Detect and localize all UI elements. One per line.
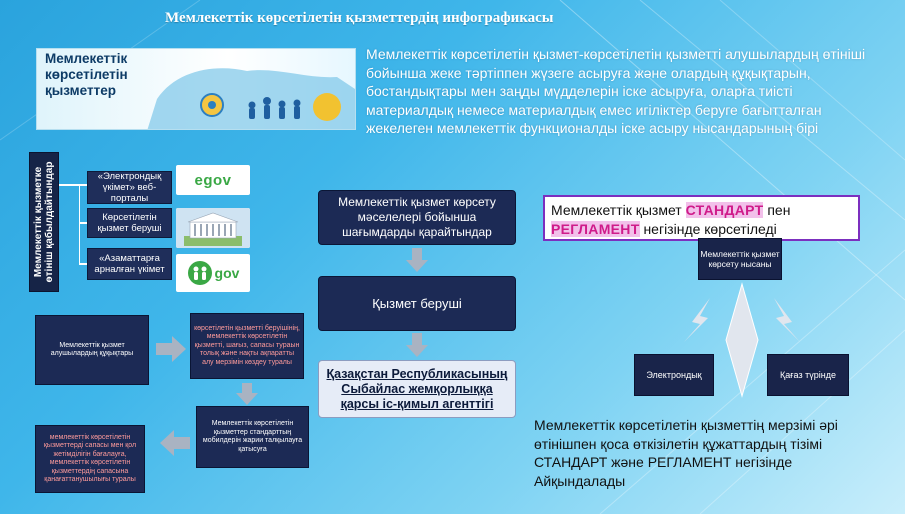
standard-highlight: СТАНДАРТ: [685, 202, 764, 218]
standard-text-prefix: Мемлекеттік қызмет: [551, 202, 686, 218]
service-provider-box: Қызмет беруші: [318, 276, 516, 331]
receivers-label-bar: Мемлекеттік қызметке өтініш қабылдайтынд…: [29, 152, 59, 292]
arrow-down-icon: [406, 248, 428, 272]
flow-step-rights: Мемлекеттік қызмет алушылардың құқықтары: [35, 315, 149, 385]
bracket-tick: [79, 222, 87, 224]
service-form-box: Мемлекеттік қызмет көрсету нысаны: [698, 238, 782, 280]
standard-reglament-box: Мемлекеттік қызмет СТАНДАРТ пен РЕГЛАМЕН…: [543, 195, 860, 241]
emblem-icon: [200, 93, 224, 117]
arrow-left-icon: [160, 430, 190, 456]
receivers-label: Мемлекеттік қызметке өтініш қабылдайтынд…: [33, 161, 55, 283]
option-egov-portal: «Электрондық үкімет» веб-порталы: [87, 171, 172, 204]
reglament-highlight: РЕГЛАМЕНТ: [551, 221, 640, 237]
bracket-line: [79, 184, 80, 264]
citizens-logo-text: gov: [214, 265, 240, 281]
flow-step-quality-assessment: мемлекеттік көрсетілетін қызметтерді сап…: [35, 425, 145, 493]
arrow-down-icon: [406, 333, 428, 357]
government-building-logo: [176, 208, 250, 248]
kazakhstan-map-illustration: [147, 68, 355, 129]
option-service-provider: Көрсетілетін қызмет беруші: [87, 208, 172, 238]
bracket-tick: [79, 184, 87, 186]
hero-banner: Мемлекеттік көрсетілетін қызметтер: [36, 48, 356, 130]
anti-corruption-agency-box: Қазақстан Республикасының Сыбайлас жемқо…: [318, 360, 516, 418]
standard-text-suffix: пен: [763, 202, 791, 218]
page-title: Мемлекеттік көрсетілетін қызметтердің ин…: [165, 10, 554, 26]
form-diagram-arrows: [684, 282, 800, 398]
citizens-icon: [187, 261, 212, 285]
hero-label: Мемлекеттік көрсетілетін қызметтер: [45, 51, 128, 98]
definition-text: Мемлекеттік көрсетілетін қызмет-көрсетіл…: [366, 46, 866, 136]
arrow-right-icon: [156, 336, 186, 362]
bracket-tick: [79, 263, 87, 265]
arrow-down-icon: [236, 383, 258, 405]
flow-step-information: көрсетілетін қызметті беруішінің, мемлек…: [190, 313, 304, 379]
option-citizens-gov: «Азаматтарға арналған үкімет: [87, 248, 172, 280]
building-icon: [176, 208, 250, 248]
paper-form-box: Қағаз түрінде: [767, 354, 849, 396]
electronic-form-box: Электрондық: [634, 354, 714, 396]
flow-step-discussion: Мемлекеттік көрсетілетін қызметтер станд…: [196, 406, 309, 468]
reglament-text-suffix: негізінде көрсетіледі: [639, 221, 777, 237]
bracket-connector: [59, 184, 79, 186]
egov-logo: egov: [176, 165, 250, 195]
complaints-reviewers-box: Мемлекеттік қызмет көрсету мәселелері бо…: [318, 190, 516, 245]
citizens-gov-logo: gov: [176, 254, 250, 292]
egov-logo-text: egov: [194, 171, 232, 189]
deadline-documents-text: Мемлекеттік көрсетілетін қызметтің мерзі…: [534, 417, 838, 489]
